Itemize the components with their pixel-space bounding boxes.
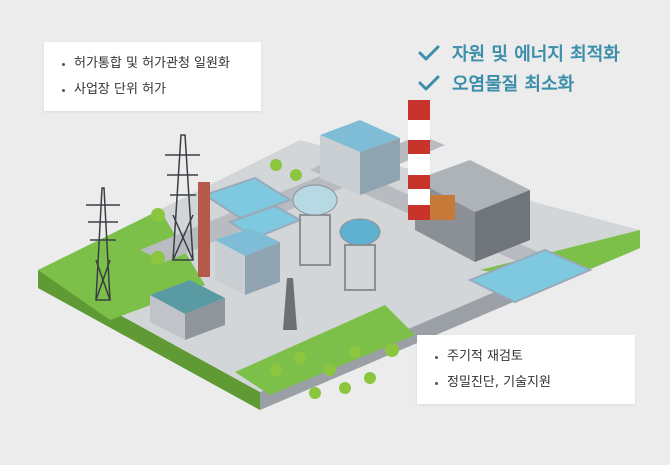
office-building-upper [320,120,400,195]
list-item: 사업장 단위 허가 [58,77,247,103]
chimney-striped [198,182,210,277]
list-item: 주기적 재검토 [431,344,621,370]
pond-upper [202,176,293,220]
goal-item: 자원 및 에너지 최적화 [418,38,620,68]
goal-label: 오염물질 최소화 [452,74,575,95]
check-icon [418,45,440,61]
info-box-permit: 허가통합 및 허가관청 일원화 사업장 단위 허가 [44,42,261,111]
pylon-left [86,187,120,301]
list-item: 정밀진단, 기술지원 [431,370,621,396]
building-center [215,228,280,295]
trees [151,159,399,399]
check-icon [418,75,440,91]
factory-lower-left [150,280,225,340]
water-tower-right [339,218,381,291]
goal-label: 자원 및 에너지 최적화 [452,44,620,65]
list-item: 허가통합 및 허가관청 일원화 [58,51,247,77]
cooling-tower-grey [283,278,297,330]
water-tower-left [292,184,338,266]
pylon-middle [165,134,200,261]
chimney-red-white [408,100,430,220]
goal-item: 오염물질 최소화 [418,68,620,98]
goals-list: 자원 및 에너지 최적화 오염물질 최소화 [418,38,620,98]
info-box-review: 주기적 재검토 정밀진단, 기술지원 [417,335,635,404]
pond-right [467,248,593,304]
